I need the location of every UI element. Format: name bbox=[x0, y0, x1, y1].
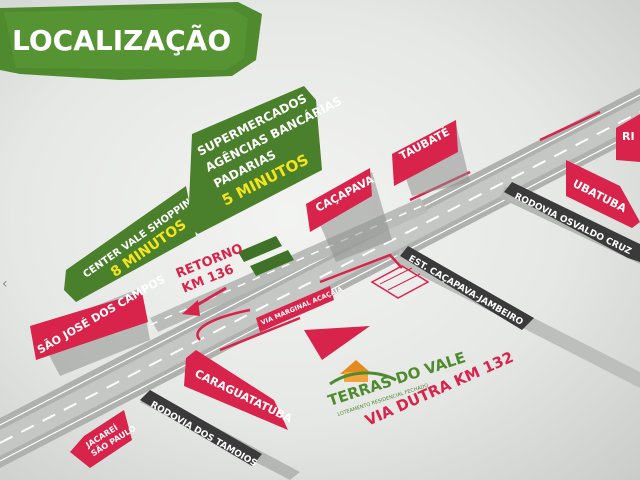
chevron-left-icon[interactable]: ‹ bbox=[2, 276, 8, 292]
est-cacapava-sign: EST. CAÇAPAVA-JAMBEIRO bbox=[400, 246, 534, 330]
house-logo-icon bbox=[329, 360, 397, 386]
page-title: LOCALIZAÇÃO bbox=[12, 23, 231, 57]
rio-partial-label: RI bbox=[622, 130, 635, 143]
caraguatatuba-label: CARAGUATATUBA bbox=[193, 367, 295, 426]
lot-block bbox=[370, 265, 430, 299]
left-scroll-hint[interactable]: ‹ bbox=[2, 276, 8, 292]
arrow-icon bbox=[196, 308, 251, 341]
caraguatatuba-sign: CARAGUATATUBA bbox=[184, 350, 295, 430]
est-cacapava-label: EST. CAÇAPAVA-JAMBEIRO bbox=[407, 254, 525, 328]
small-markers bbox=[238, 236, 294, 276]
development-pointer bbox=[304, 326, 370, 360]
cacapava-sign: CAÇAPAVA bbox=[306, 168, 392, 262]
arrow-icon bbox=[219, 316, 301, 352]
arrow-icon bbox=[539, 110, 601, 142]
arrow-icon bbox=[319, 253, 403, 284]
taubate-sign: TAUBATÉ bbox=[392, 120, 470, 196]
arrow-icon bbox=[304, 326, 370, 360]
title-banner: LOCALIZAÇÃO bbox=[0, 2, 262, 80]
rio-sign-partial: RI bbox=[616, 114, 640, 162]
